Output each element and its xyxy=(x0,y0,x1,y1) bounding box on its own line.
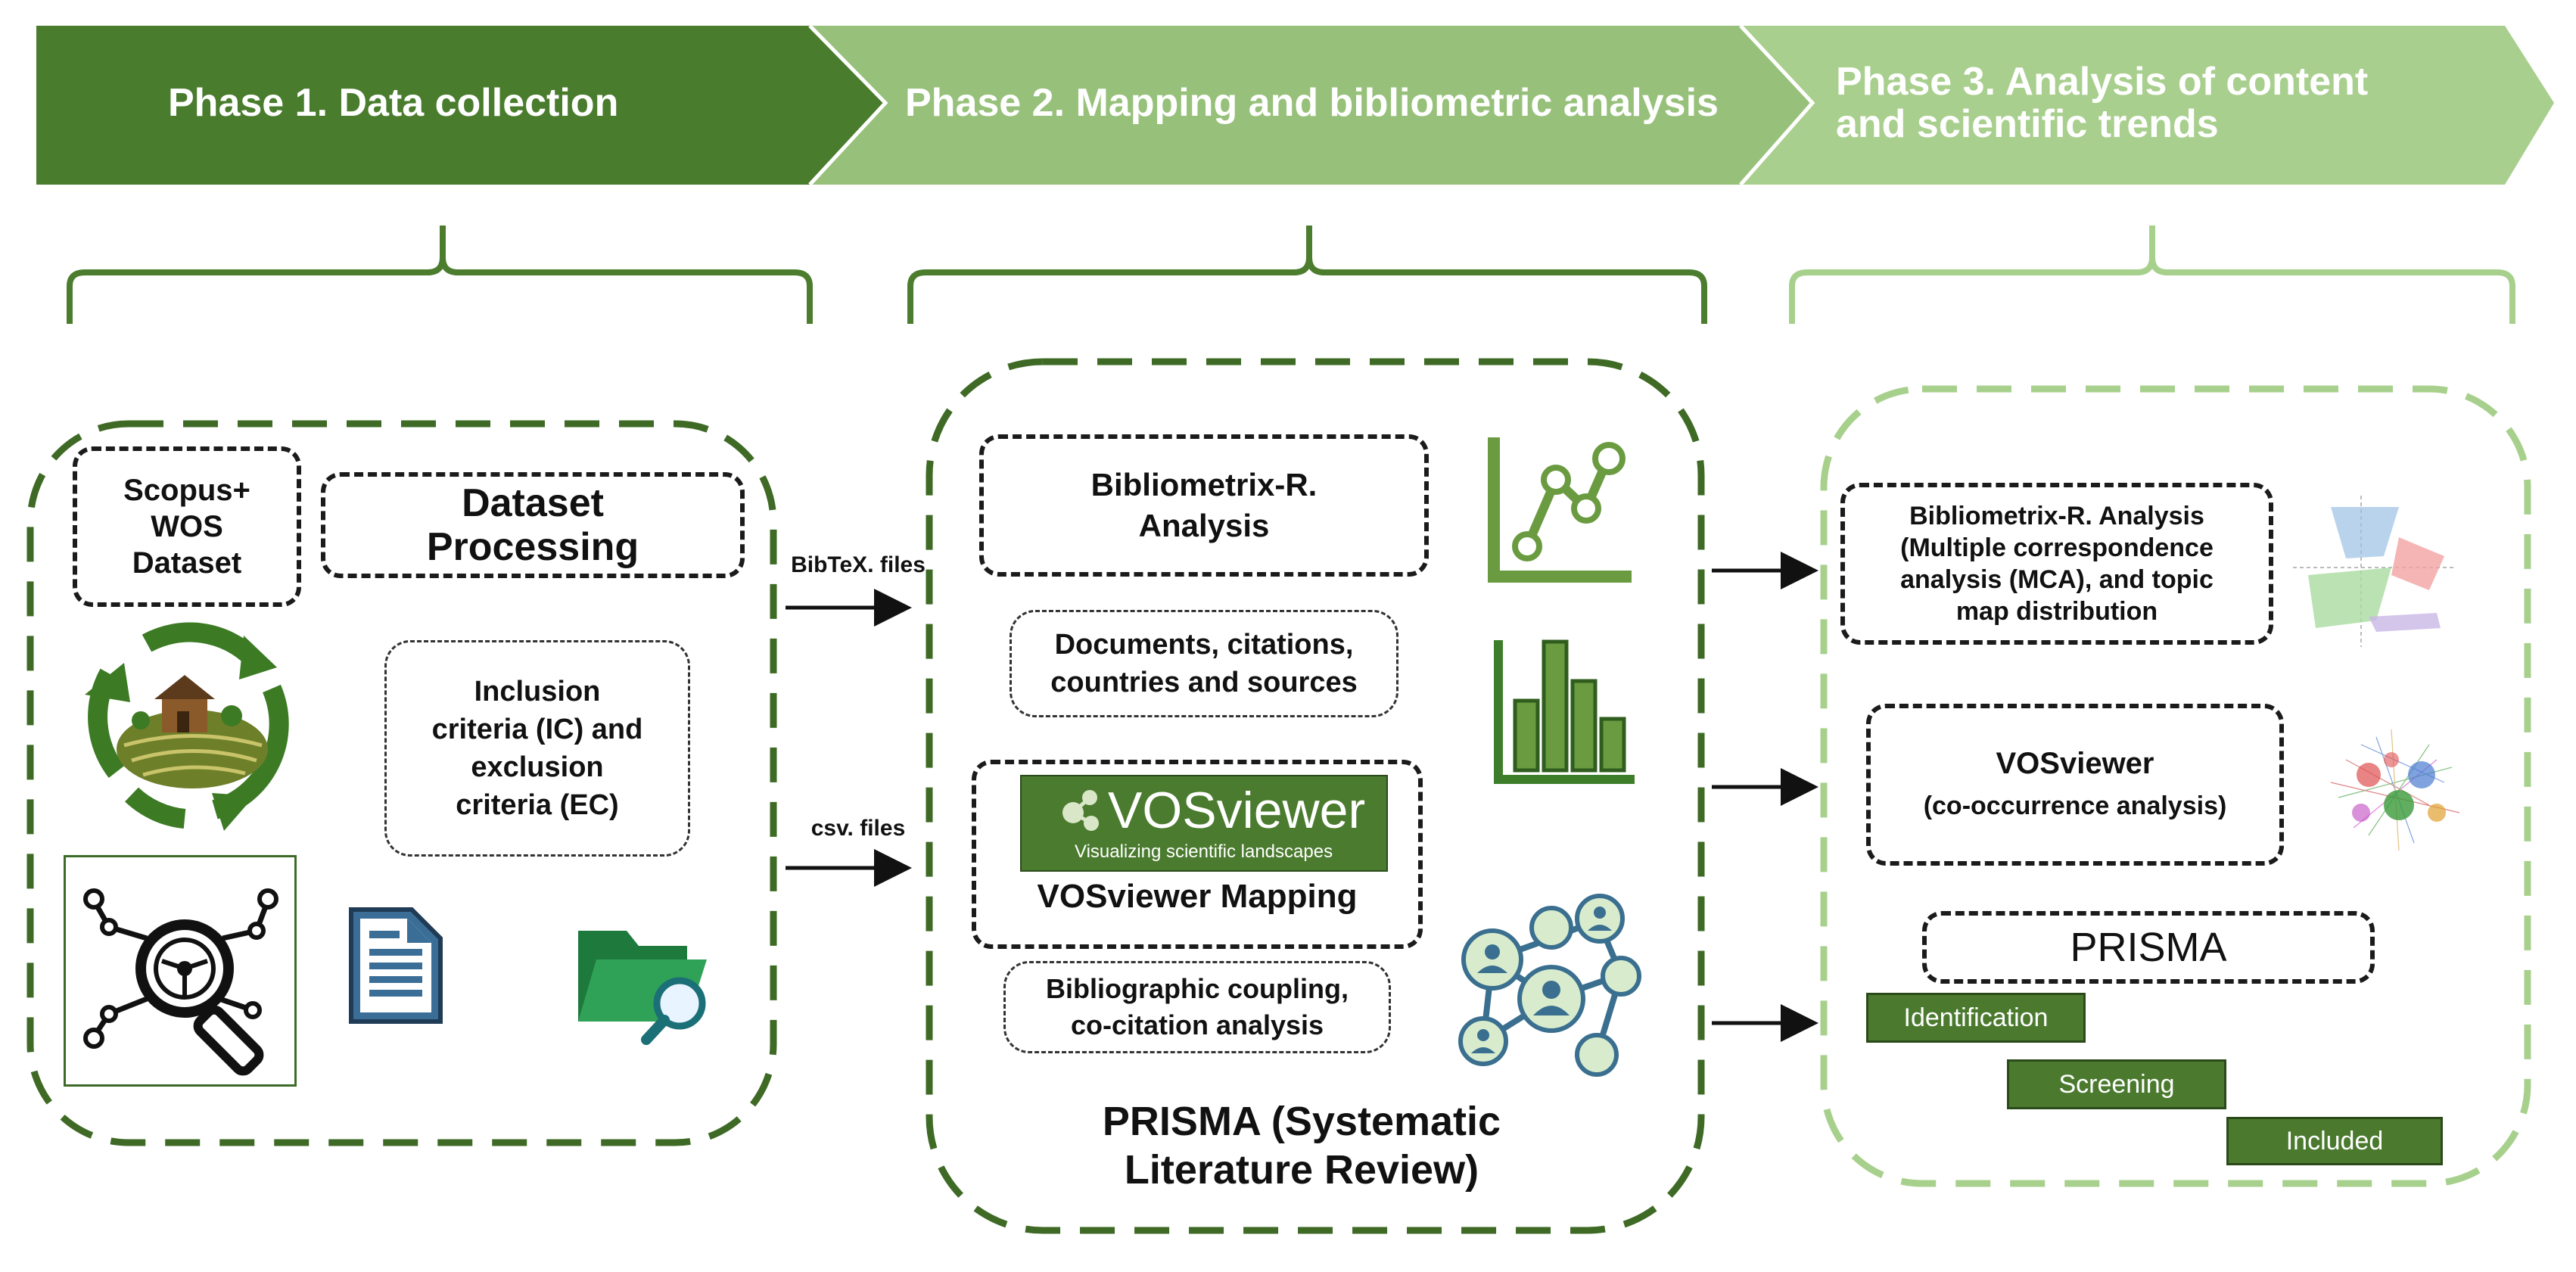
panel-phase-2 xyxy=(926,358,1705,1234)
criteria-box: Inclusion criteria (IC) and exclusion cr… xyxy=(384,640,690,857)
prisma-step-identification: Identification xyxy=(1866,993,2086,1043)
vosviewer-cooc-line1: VOSviewer xyxy=(1996,747,2154,780)
phase-banner xyxy=(36,24,2554,186)
phase-2-chevron xyxy=(810,26,1812,185)
phase-3-label: Phase 3. Analysis of content and scienti… xyxy=(1836,61,2368,145)
coupling-line2: co-citation analysis xyxy=(1070,1009,1324,1040)
mca-map-thumbnail xyxy=(2285,492,2459,651)
coupling-box: Bibliographic coupling, co-citation anal… xyxy=(1003,961,1391,1053)
dataset-line2: WOS xyxy=(151,510,223,543)
mca-box: Bibliometrix-R. Analysis (Multiple corre… xyxy=(1840,483,2273,645)
criteria-line1: Inclusion xyxy=(474,676,601,708)
phase-3-chevron xyxy=(1741,26,2554,185)
prisma-slr-line2: Literature Review) xyxy=(1124,1147,1479,1193)
vosviewer-logo: VOSviewer Visualizing scientific landsca… xyxy=(1020,775,1388,872)
mca-line3: analysis (MCA), and topic xyxy=(1900,565,2214,594)
phase-1-label: Phase 1. Data collection xyxy=(168,81,619,125)
csv-label: csv. files xyxy=(810,816,906,841)
vosviewer-cooc-line2: (co-occurrence analysis) xyxy=(1923,792,2227,820)
mca-line4: map distribution xyxy=(1955,597,2158,626)
bracket-phase-2 xyxy=(907,225,1707,324)
bibtex-label: BibTeX. files xyxy=(791,552,926,577)
vosviewer-logo-text: VOSviewer xyxy=(1108,782,1366,839)
dataset-box: Scopus+ WOS Dataset xyxy=(73,446,301,607)
coupling-line1: Bibliographic coupling, xyxy=(1046,973,1349,1004)
document-icon xyxy=(349,907,443,1024)
line-chart-icon xyxy=(1488,437,1632,583)
prisma-label: PRISMA xyxy=(2070,925,2227,970)
vosviewer-network-thumbnail xyxy=(2316,714,2482,881)
processing-line1: Dataset xyxy=(462,481,604,525)
bar-chart-icon xyxy=(1494,639,1635,784)
vosviewer-mapping-label: VOSviewer Mapping xyxy=(1037,878,1358,915)
mca-line2: (Multiple correspondence xyxy=(1900,533,2214,562)
bracket-phase-3 xyxy=(1789,225,2515,324)
phase-3-label-line1: Phase 3. Analysis of content xyxy=(1836,60,2369,104)
dataset-line3: Dataset xyxy=(132,546,242,580)
vosviewer-tagline: Visualizing scientific landscapes xyxy=(1075,841,1333,862)
prisma-slr-label: PRISMA (Systematic Literature Review) xyxy=(1006,1097,1597,1194)
prisma-slr-line1: PRISMA (Systematic xyxy=(1102,1099,1501,1144)
vosviewer-emblem-icon xyxy=(1062,790,1099,831)
magnifier-network-icon xyxy=(83,888,278,1076)
prisma-step-screening: Screening xyxy=(2007,1059,2226,1109)
panel-phase-1 xyxy=(26,420,777,1146)
vosviewer-cooccurrence-box: VOSviewer (co-occurrence analysis) xyxy=(1866,704,2284,866)
documents-line2: countries and sources xyxy=(1050,667,1358,698)
mca-line1: Bibliometrix-R. Analysis xyxy=(1909,502,2204,530)
prisma-box: PRISMA xyxy=(1922,911,2375,984)
processing-box: Dataset Processing xyxy=(321,472,745,578)
people-network-icon xyxy=(1458,894,1641,1077)
phase-3-label-line2: and scientific trends xyxy=(1836,102,2219,146)
phase-2-label: Phase 2. Mapping and bibliometric analys… xyxy=(905,81,1719,125)
folder-search-icon xyxy=(578,931,707,1045)
criteria-line2: criteria (IC) and xyxy=(431,714,643,745)
documents-line1: Documents, citations, xyxy=(1054,629,1354,661)
prisma-step-included: Included xyxy=(2226,1117,2443,1165)
criteria-line4: criteria (EC) xyxy=(456,789,619,821)
criteria-line3: exclusion xyxy=(471,751,604,783)
phase-1-chevron xyxy=(36,26,885,185)
vosviewer-mapping-box xyxy=(972,760,1423,949)
bibliometrix-line1: Bibliometrix-R. xyxy=(1090,467,1318,502)
bibliometrix-box: Bibliometrix-R. Analysis xyxy=(979,434,1429,577)
panel-phase-3 xyxy=(1820,385,2531,1187)
bibliometrix-line2: Analysis xyxy=(1138,508,1270,543)
dataset-line1: Scopus+ xyxy=(123,474,250,507)
farm-recycle-icon xyxy=(85,622,289,831)
processing-line2: Processing xyxy=(426,525,639,569)
documents-box: Documents, citations, countries and sour… xyxy=(1010,610,1398,717)
phase-brackets xyxy=(67,225,2515,324)
bracket-phase-1 xyxy=(67,225,813,324)
